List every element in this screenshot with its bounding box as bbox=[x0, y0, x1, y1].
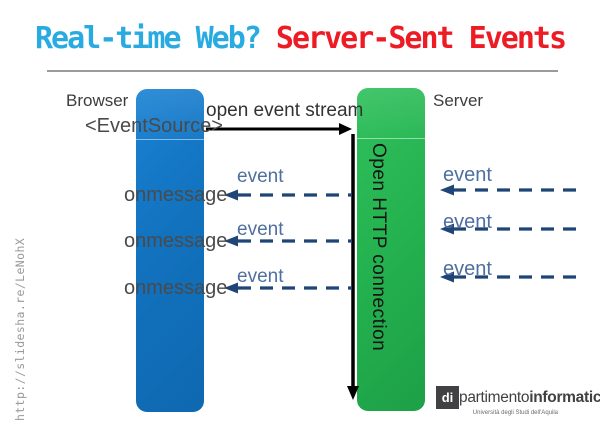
title-blue-part: Real-time Web? bbox=[34, 21, 276, 56]
onmessage-label: onmessage bbox=[124, 277, 228, 299]
eventsource-label: <EventSource> bbox=[85, 115, 223, 137]
logo-subtitle: Università degli Studi dell'Aquila bbox=[472, 410, 558, 416]
event-label-right: event bbox=[443, 211, 492, 233]
event-label-left: event bbox=[237, 219, 284, 240]
logo-wordmark: partimentoinformatica bbox=[459, 389, 600, 407]
event-label-right: event bbox=[443, 164, 492, 186]
title-divider bbox=[47, 70, 558, 72]
di-logo-badge: di bbox=[436, 386, 459, 409]
event-label-right: event bbox=[443, 258, 492, 280]
server-lifeline-bar bbox=[357, 88, 425, 411]
onmessage-label: onmessage bbox=[124, 184, 228, 206]
logo-wordmark-regular: partimento bbox=[459, 388, 530, 406]
logo-wordmark-bold: informatica bbox=[529, 388, 600, 406]
server-bar-cap bbox=[357, 88, 425, 139]
open-http-connection-label: Open HTTP connection bbox=[368, 143, 389, 352]
browser-bar-cap bbox=[136, 89, 204, 140]
browser-label: Browser bbox=[66, 91, 129, 110]
event-label-left: event bbox=[237, 266, 284, 287]
open-stream-arrow-icon bbox=[206, 123, 352, 135]
onmessage-label: onmessage bbox=[124, 230, 228, 252]
event-label-left: event bbox=[237, 166, 284, 187]
slide-title: Real-time Web? Server-Sent Events bbox=[0, 20, 600, 58]
event-arrow-left-icon bbox=[224, 189, 352, 201]
title-red-part: Server-Sent Events bbox=[275, 21, 567, 56]
dipartimento-informatica-logo: di partimentoinformatica Università degl… bbox=[436, 386, 600, 416]
open-event-stream-label: open event stream bbox=[206, 100, 364, 121]
server-label: Server bbox=[433, 91, 484, 110]
browser-lifeline-bar bbox=[136, 89, 204, 412]
slideshare-url: http://slidesha.re/LeNohX bbox=[13, 237, 27, 421]
